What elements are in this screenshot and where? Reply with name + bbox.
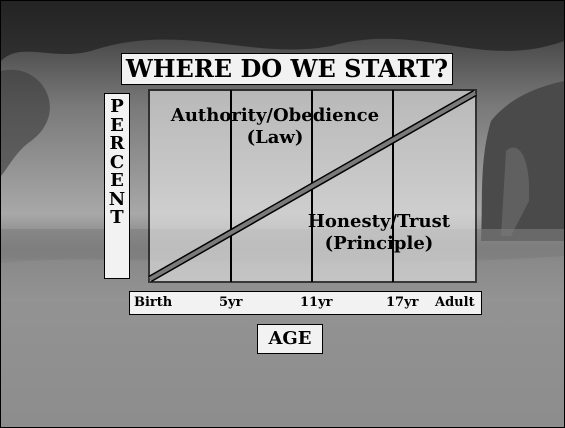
plot-area [148,89,477,283]
upper-region-label: Authority/Obedience (Law) [165,105,385,149]
y-axis-label: P E R C E N T [104,93,130,279]
x-axis-title: AGE [257,324,323,354]
upper-region-line2: (Law) [246,127,304,148]
x-tick-label: Birth [134,295,173,310]
y-axis-letter: R [109,133,125,154]
x-axis-ticks: Birth 5yr 11yr 17yr Adult [129,291,482,315]
y-axis-letter: P [110,96,124,117]
x-tick-label: 11yr [300,295,333,310]
x-tick-label: 5yr [219,295,243,310]
upper-region-line1: Authority/Obedience [170,105,380,126]
lower-region-line2: (Principle) [324,233,434,254]
y-axis-letter: N [108,188,126,210]
y-axis-letter: C [109,151,125,173]
lower-region-label: Honesty/Trust (Principle) [297,211,461,255]
y-axis-letter: E [110,170,124,191]
slide-title: WHERE DO WE START? [121,53,453,85]
lower-region-line1: Honesty/Trust [307,211,451,232]
y-axis-letter: E [110,114,124,136]
x-tick-label: Adult [435,295,475,310]
x-tick-label: 17yr [386,295,419,310]
diagonal-band-fill [149,91,476,281]
y-axis-letter: T [110,207,124,228]
